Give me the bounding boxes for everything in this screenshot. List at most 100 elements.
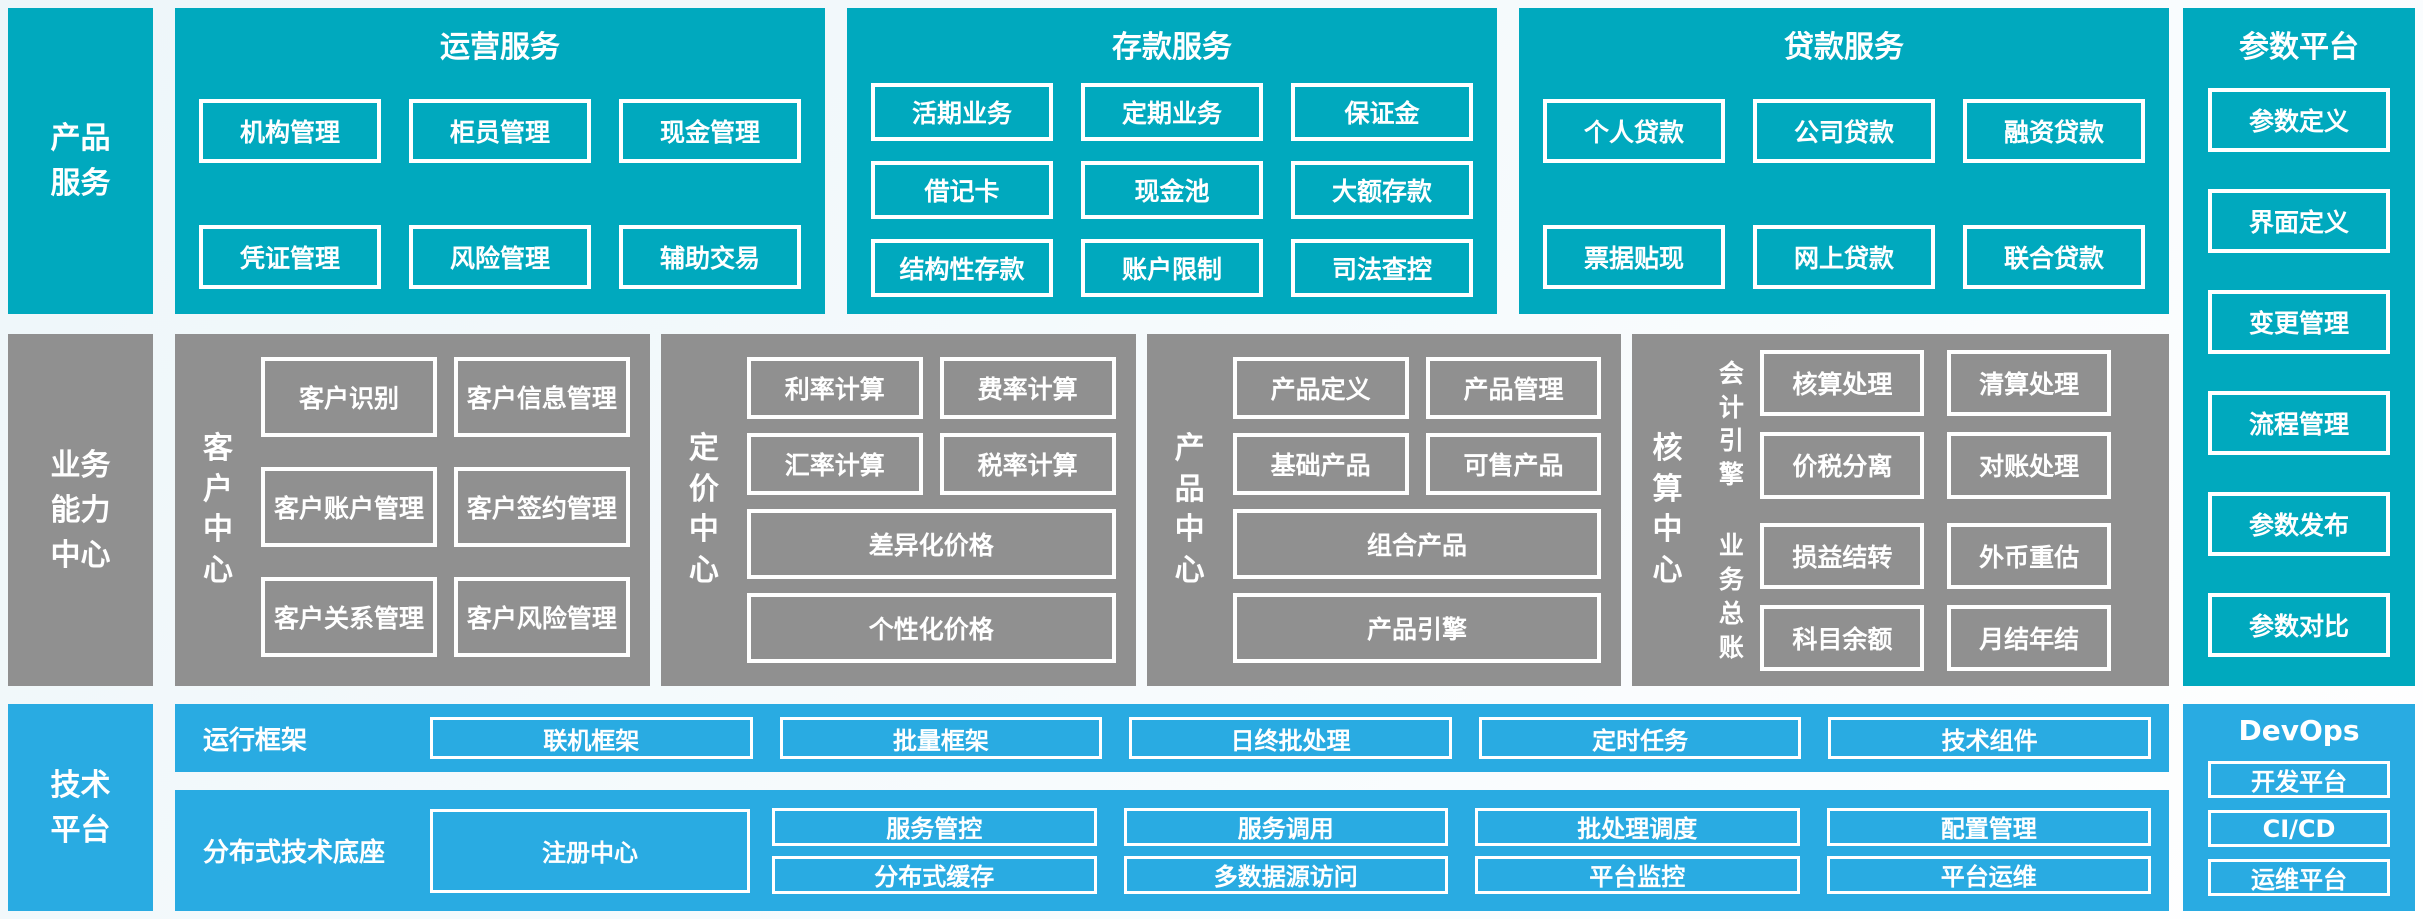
product-services-panels: 运营服务 机构管理 柜员管理 现金管理 凭证管理 风险管理 辅助交易 存款服务 … (175, 8, 2169, 314)
param-box: 界面定义 (2208, 189, 2390, 253)
capability-box-wide: 差异化价格 (746, 509, 1116, 579)
capability-box: 产品定义 (1232, 357, 1409, 419)
devops-box: 运维平台 (2208, 859, 2390, 896)
business-capability-sidebar: 业务能力中心 (8, 334, 153, 686)
panel-title: DevOps (2238, 714, 2360, 747)
sidebar-label: 技术平台 (50, 767, 111, 848)
tech-box: 多数据源访问 (1123, 855, 1448, 894)
product-services-sidebar: 产品服务 (8, 8, 153, 314)
row-label: 运行框架 (203, 725, 308, 756)
devops-panel: DevOps 开发平台 CI/CD 运维平台 (2183, 704, 2415, 911)
deposit-panel: 存款服务 活期业务 定期业务 保证金 借记卡 现金池 大额存款 结构性存款 账户… (847, 8, 1497, 314)
group-label: 会计引擎 (1702, 350, 1760, 499)
sidebar-label: 业务能力中心 (50, 447, 111, 573)
capability-box: 月结年结 (1947, 604, 2111, 671)
panel-title: 存款服务 (1112, 30, 1232, 65)
business-capability-panels: 客户中心 客户识别 客户信息管理 客户账户管理 客户签约管理 客户关系管理 客户… (175, 334, 2169, 686)
sidebar-label: 产品服务 (50, 121, 111, 201)
product-center-panel: 产品中心 产品定义 产品管理 基础产品 可售产品 组合 (1146, 334, 1622, 686)
tech-platform-body: 运行框架 联机框架 批量框架 日终批处理 定时任务 技术组件 分布式技术底座 注… (175, 704, 2169, 911)
service-box: 现金管理 (619, 99, 801, 163)
tech-box: 服务管控 (772, 807, 1097, 846)
capability-box-wide: 组合产品 (1232, 509, 1602, 579)
panel-title: 运营服务 (440, 30, 560, 65)
panel-title: 参数平台 (2239, 30, 2359, 65)
group-label: 业务总账 (1702, 523, 1760, 672)
capability-box: 价税分离 (1760, 432, 1925, 499)
service-box: 借记卡 (871, 161, 1053, 219)
param-box: 参数定义 (2208, 88, 2390, 152)
registry-center-box: 注册中心 (430, 808, 750, 893)
right-column: 参数平台 参数定义 界面定义 变更管理 流程管理 参数发布 参数对比 DevOp… (2183, 8, 2415, 911)
service-box: 活期业务 (871, 83, 1053, 141)
param-platform-panel: 参数平台 参数定义 界面定义 变更管理 流程管理 参数发布 参数对比 (2183, 8, 2415, 686)
product-center-body: 产品定义 产品管理 基础产品 可售产品 组合产品 产品引擎 (1232, 334, 1622, 686)
service-box: 账户限制 (1081, 239, 1263, 297)
accounting-engine-label: 会计引擎 (1718, 358, 1744, 489)
customer-center-label: 客户中心 (203, 431, 233, 588)
product-services-row: 产品服务 运营服务 机构管理 柜员管理 现金管理 凭证管理 风险管理 辅助交易 … (8, 8, 2169, 314)
service-box: 个人贷款 (1543, 99, 1725, 163)
param-box: 流程管理 (2208, 391, 2390, 455)
tech-box: 批量框架 (779, 717, 1103, 759)
tech-box: 联机框架 (430, 717, 753, 759)
accounting-group: 业务总账 损益结转 外币重估 科目余额 月结年结 (1702, 522, 2111, 672)
service-box: 凭证管理 (199, 225, 381, 289)
business-capability-row: 业务能力中心 客户中心 客户识别 客户信息管理 客户账户管理 客户签约管理 客户… (8, 334, 2169, 686)
capability-box: 客户账户管理 (261, 467, 437, 547)
capability-box: 税率计算 (939, 433, 1116, 495)
tech-box: 平台运维 (1826, 855, 2151, 894)
param-box: 参数对比 (2208, 593, 2390, 657)
capability-box: 外币重估 (1947, 522, 2111, 589)
capability-box: 利率计算 (746, 357, 923, 419)
capability-box-wide: 产品引擎 (1232, 593, 1602, 663)
tech-box: 日终批处理 (1129, 717, 1452, 759)
runtime-framework-row: 运行框架 联机框架 批量框架 日终批处理 定时任务 技术组件 (175, 704, 2169, 772)
param-platform-list: 参数定义 界面定义 变更管理 流程管理 参数发布 参数对比 (2183, 66, 2415, 657)
service-box: 辅助交易 (619, 225, 801, 289)
distributed-base-row: 分布式技术底座 注册中心 服务管控 服务调用 批处理调度 配置管理 分布式缓存 … (175, 790, 2169, 911)
panel-title: 贷款服务 (1784, 30, 1904, 65)
capability-box: 汇率计算 (746, 433, 923, 495)
accounting-group: 会计引擎 核算处理 清算处理 价税分离 对账处理 (1702, 350, 2111, 499)
capability-box: 基础产品 (1232, 433, 1409, 495)
loan-panel: 贷款服务 个人贷款 公司贷款 融资贷款 票据贴现 网上贷款 联合贷款 (1519, 8, 2169, 314)
capability-box: 核算处理 (1760, 350, 1925, 417)
service-box: 票据贴现 (1543, 225, 1725, 289)
vertical-label: 产品中心 (1147, 334, 1233, 686)
service-box: 结构性存款 (871, 239, 1053, 297)
service-box: 风险管理 (409, 225, 591, 289)
capability-box: 客户风险管理 (453, 577, 630, 657)
devops-box: CI/CD (2208, 810, 2390, 847)
tech-platform-sidebar: 技术平台 (8, 704, 153, 911)
pricing-center-panel: 定价中心 利率计算 费率计算 汇率计算 税率计算 差异 (660, 334, 1136, 686)
accounting-center-body: 会计引擎 核算处理 清算处理 价税分离 对账处理 业务总账 (1702, 334, 2169, 686)
main-column: 产品服务 运营服务 机构管理 柜员管理 现金管理 凭证管理 风险管理 辅助交易 … (8, 8, 2169, 911)
devops-box: 开发平台 (2208, 761, 2390, 798)
capability-box: 产品管理 (1425, 357, 1602, 419)
customer-center-body: 客户识别 客户信息管理 客户账户管理 客户签约管理 客户关系管理 客户风险管理 (261, 334, 650, 686)
vertical-label: 客户中心 (175, 334, 261, 686)
row-label: 分布式技术底座 (203, 838, 386, 868)
param-box: 参数发布 (2208, 492, 2390, 556)
capability-box: 客户信息管理 (453, 357, 630, 437)
service-box: 司法查控 (1291, 239, 1473, 297)
devops-list: 开发平台 CI/CD 运维平台 (2183, 747, 2415, 896)
tech-box: 分布式缓存 (772, 855, 1097, 894)
product-center-label: 产品中心 (1174, 431, 1205, 588)
capability-box: 客户识别 (261, 357, 437, 437)
deposit-grid: 活期业务 定期业务 保证金 借记卡 现金池 大额存款 结构性存款 账户限制 司法… (847, 83, 1497, 297)
service-box: 柜员管理 (409, 99, 591, 163)
service-box: 联合贷款 (1963, 225, 2145, 289)
vertical-label: 定价中心 (661, 334, 747, 686)
tech-box: 配置管理 (1826, 807, 2151, 846)
tech-box: 定时任务 (1478, 717, 1802, 759)
loan-grid: 个人贷款 公司贷款 融资贷款 票据贴现 网上贷款 联合贷款 (1519, 99, 2169, 289)
capability-box: 费率计算 (939, 357, 1116, 419)
accounting-center-panel: 核算中心 会计引擎 核算处理 清算处理 价税分离 对账处理 (1632, 334, 2169, 686)
service-box: 定期业务 (1081, 83, 1263, 141)
capability-box: 客户签约管理 (453, 467, 630, 547)
tech-box: 批处理调度 (1475, 807, 1800, 846)
service-box: 保证金 (1291, 83, 1473, 141)
